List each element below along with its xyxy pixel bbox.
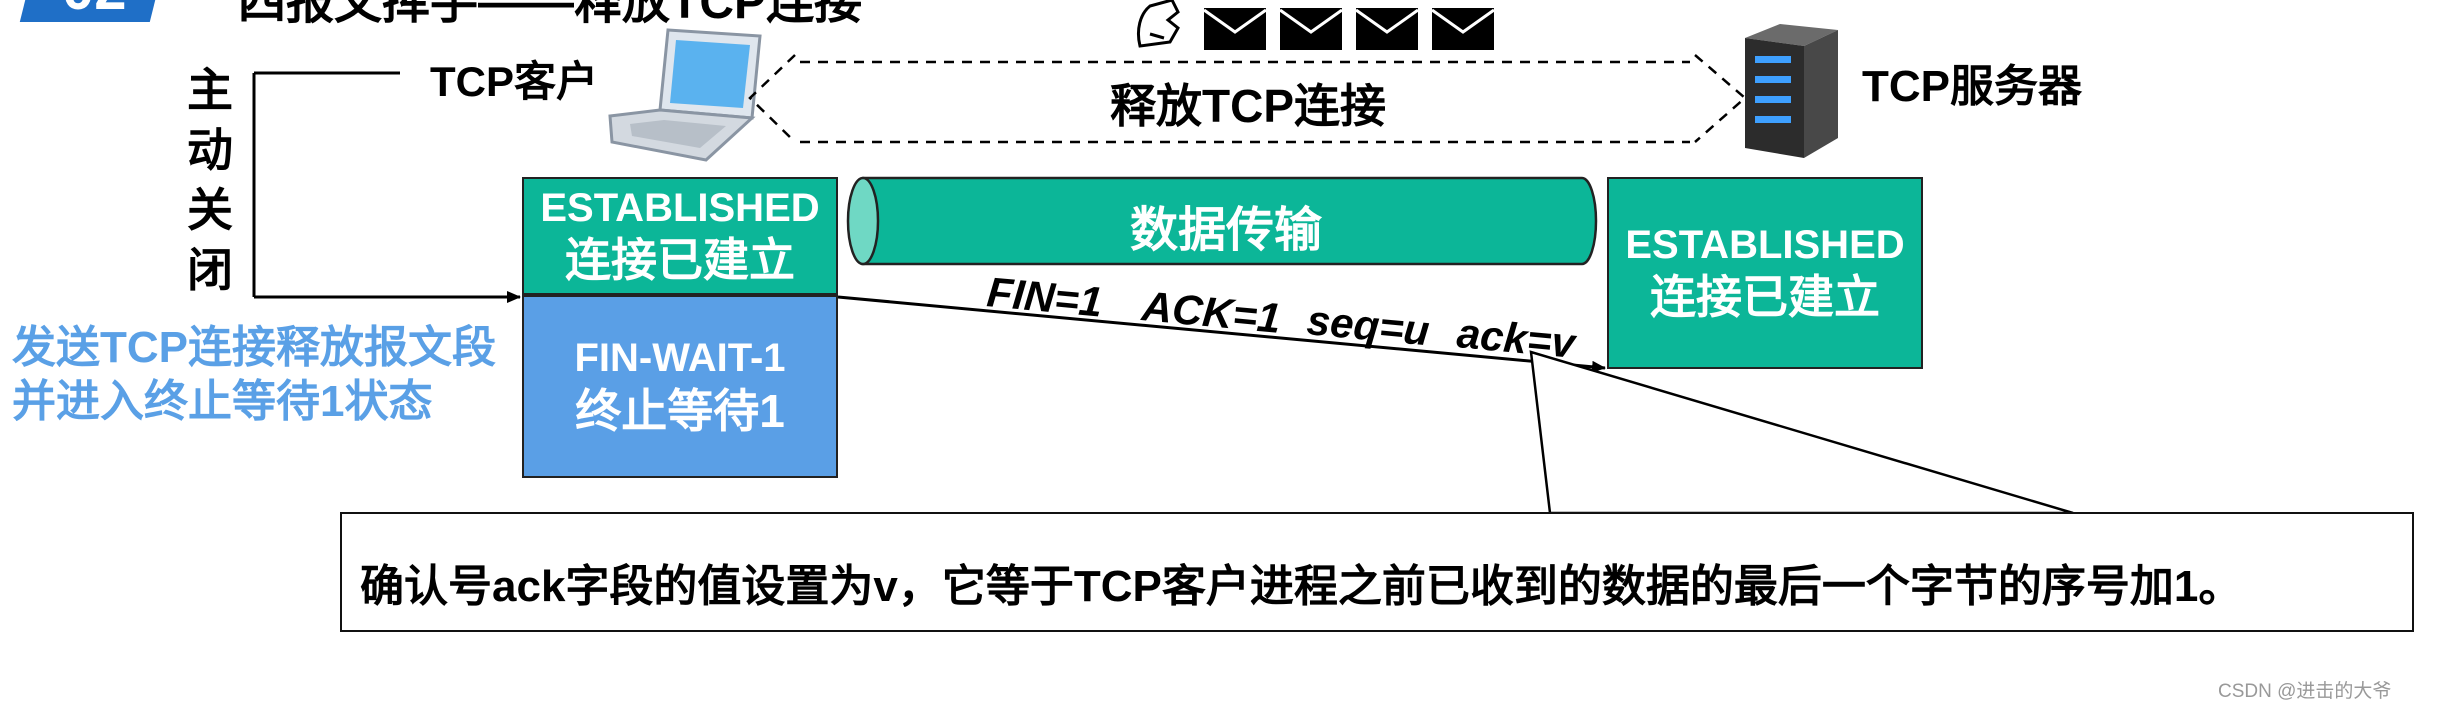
server-icon <box>1745 24 1838 158</box>
state-name-zh: 连接已建立 <box>565 234 795 287</box>
envelope-icons <box>1203 8 1495 50</box>
page-title: 四报文挥手——释放TCP连接 <box>238 0 863 29</box>
release-dashed-arrow <box>748 54 1747 144</box>
state-name-zh: 连接已建立 <box>1650 271 1880 324</box>
server-established-state: ESTABLISHED 连接已建立 <box>1607 177 1923 369</box>
envelope-icon <box>1431 8 1495 50</box>
active-close-label: 主动关闭 <box>187 64 233 296</box>
fin-segment-arrow <box>837 295 1606 373</box>
state-name-en: FIN-WAIT-1 <box>574 336 786 381</box>
client-action-caption-line1: 发送TCP连接释放报文段 <box>12 323 496 372</box>
state-name-zh: 终止等待1 <box>575 384 785 437</box>
envelope-icon <box>1279 8 1343 50</box>
client-established-state: ESTABLISHED 连接已建立 <box>522 177 838 295</box>
hand-wave-icon <box>1136 0 1180 48</box>
client-fin-wait-1-state: FIN-WAIT-1 终止等待1 <box>522 295 838 478</box>
envelope-icon <box>1203 8 1267 50</box>
callout-box <box>340 512 2414 632</box>
server-label: TCP服务器 <box>1862 62 2082 111</box>
data-transfer-label: 数据传输 <box>1130 204 1323 257</box>
state-name-en: ESTABLISHED <box>1625 222 1905 267</box>
envelope-icon <box>1355 8 1419 50</box>
laptop-icon <box>608 28 762 162</box>
callout-pointer <box>1529 350 2074 515</box>
watermark: CSDN @进击的大爷 <box>2218 681 2392 702</box>
data-transfer-pipe <box>846 176 1598 266</box>
active-close-bracket <box>252 71 521 303</box>
callout-text: 确认号ack字段的值设置为v，它等于TCP客户进程之前已收到的数据的最后一个字节… <box>360 562 2243 611</box>
section-number: 02 <box>62 0 127 23</box>
state-name-en: ESTABLISHED <box>540 185 820 230</box>
client-label: TCP客户 <box>430 58 599 105</box>
client-action-caption-line2: 并进入终止等待1状态 <box>12 377 433 426</box>
release-connection-label: 释放TCP连接 <box>1110 80 1386 132</box>
